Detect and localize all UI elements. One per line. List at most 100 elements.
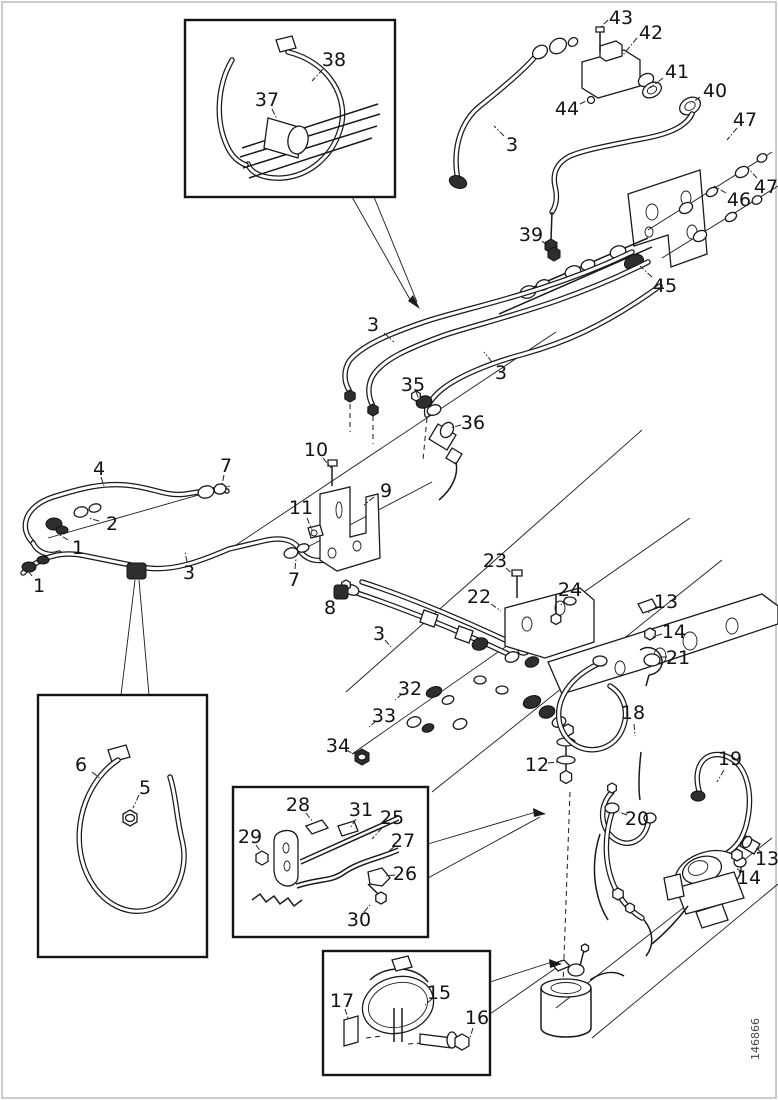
callout-18-37: 18: [621, 702, 645, 724]
tube-inner: [246, 50, 345, 180]
tube-inner: [367, 260, 650, 406]
callout-leader-1-21: [56, 532, 69, 541]
callout-leader-7-24: [294, 557, 297, 570]
callout-leader-30-52: [363, 904, 371, 913]
callout-leader-44-4: [579, 99, 589, 105]
callout-leader-9-19: [363, 496, 375, 506]
callout-15-54: 15: [427, 982, 451, 1004]
callout-leader-45-10: [639, 265, 653, 278]
callout-35-13: 35: [401, 374, 425, 396]
callout-leader-46-8: [713, 185, 727, 194]
callout-leader-6-42: [91, 771, 102, 780]
bracket-and-manifold: [504, 569, 778, 695]
callout-2-20: 2: [106, 513, 118, 535]
callout-leader-37-44: [271, 108, 278, 120]
callout-38-45: 38: [322, 49, 346, 71]
callout-leader-36-14: [449, 424, 462, 429]
callout-leader-47-7: [747, 167, 758, 179]
callout-29-49: 29: [238, 826, 262, 848]
callout-40-3: 40: [703, 80, 727, 102]
callout-7-24: 7: [288, 569, 300, 591]
callout-14-30: 14: [662, 621, 686, 643]
callout-leader-26-51: [385, 874, 396, 877]
diagram-artwork: [20, 18, 778, 1077]
callout-leader-2-20: [87, 517, 100, 522]
callout-leader-31-47: [349, 818, 357, 829]
inset-leak-off-detail: [231, 785, 546, 939]
callout-leader-34-35: [345, 749, 355, 755]
callout-23-26: 23: [483, 550, 507, 572]
callout-34-35: 34: [326, 735, 350, 757]
callout-leader-17-53: [344, 1008, 349, 1019]
tube-inner: [23, 483, 229, 545]
callout-17-53: 17: [330, 990, 354, 1012]
callout-26-51: 26: [393, 863, 417, 885]
callout-11-18: 11: [289, 497, 313, 519]
clamp-bracket: [307, 459, 381, 572]
callout-leader-42-1: [621, 37, 638, 57]
mounting-bracket-right: [627, 151, 778, 268]
callout-leader-20-39: [618, 811, 628, 816]
callout-21-31: 21: [666, 647, 690, 669]
left-fuel-line-lower: [20, 536, 327, 580]
inset-grommet-detail: [36, 579, 209, 959]
callout-leader-28-46: [305, 812, 314, 823]
callout-leader-40-3: [689, 96, 701, 105]
callout-42-1: 42: [639, 22, 663, 44]
callout-leader-7-17: [221, 474, 225, 486]
callout-leader-3-23: [184, 551, 188, 563]
tube-inner: [217, 58, 248, 167]
callout-9-19: 9: [380, 480, 392, 502]
callout-leader-33-34: [368, 720, 377, 728]
callout-3-5: 3: [506, 134, 518, 156]
callout-leader-39-9: [541, 240, 553, 251]
long-fuel-lines: [342, 249, 663, 501]
callout-45-10: 45: [653, 275, 677, 297]
callout-leader-13-40: [754, 846, 762, 853]
callout-1-22: 1: [33, 575, 45, 597]
callout-8-25: 8: [324, 597, 336, 619]
tube-inner: [360, 580, 520, 648]
callout-39-9: 39: [519, 224, 543, 246]
callout-leader-32-33: [394, 693, 403, 701]
callout-41-2: 41: [665, 61, 689, 83]
twin-line-assembly: [333, 579, 540, 668]
callout-leader-15-54: [424, 998, 433, 1006]
callout-25-48: 25: [380, 807, 404, 829]
callout-leader-41-2: [649, 77, 664, 89]
callout-20-39: 20: [625, 808, 649, 830]
callout-leader-8-25: [335, 592, 342, 600]
callout-leader-23-26: [505, 567, 516, 577]
callout-4-16: 4: [93, 458, 105, 480]
return-hoses: [555, 598, 753, 957]
callout-leader-10-15: [322, 457, 332, 469]
callout-19-38: 19: [718, 748, 742, 770]
callout-leader-29-49: [255, 844, 262, 853]
callout-12-36: 12: [525, 754, 549, 776]
callout-36-14: 36: [461, 412, 485, 434]
callout-leader-5-43: [132, 794, 140, 809]
callout-3-32: 3: [373, 623, 385, 645]
callout-leader-24-28: [560, 596, 567, 606]
callout-3-12: 3: [495, 362, 507, 384]
callout-28-46: 28: [286, 794, 310, 816]
callout-leader-19-38: [716, 769, 725, 783]
callout-leader-3-32: [384, 639, 392, 648]
callout-leader-43-0: [599, 19, 609, 29]
callout-1-21: 1: [72, 537, 84, 559]
fuel-filter: [540, 943, 625, 1038]
callout-47-7: 47: [754, 176, 778, 198]
callout-33-34: 33: [372, 705, 396, 727]
callout-leader-11-18: [306, 517, 313, 531]
callout-5-43: 5: [139, 777, 151, 799]
callout-leader-12-36: [547, 761, 559, 764]
callout-leader-3-5: [493, 125, 505, 137]
callout-27-50: 27: [391, 830, 415, 852]
callout-7-17: 7: [220, 455, 232, 477]
callout-24-28: 24: [558, 579, 582, 601]
shutoff-valve-assembly: [448, 26, 701, 254]
callout-37-44: 37: [255, 89, 279, 111]
